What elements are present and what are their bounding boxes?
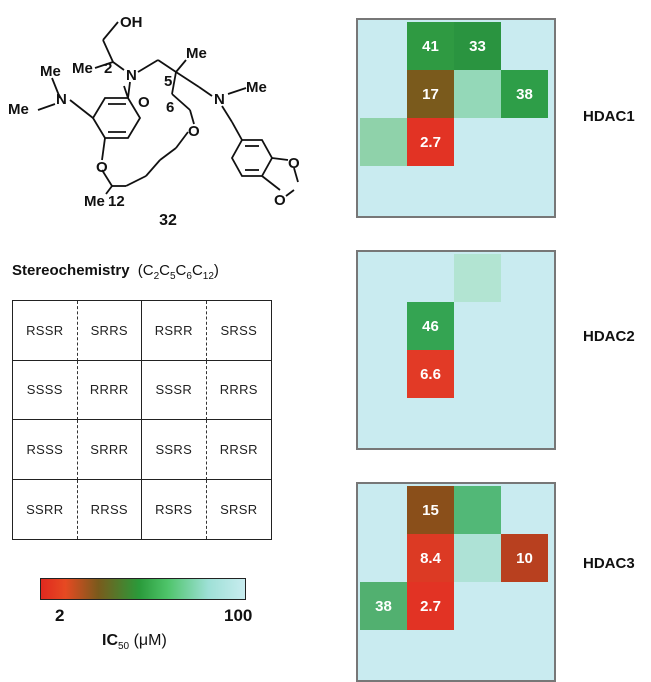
heatmap-cell: 41 [407,22,454,70]
stereo-cell: SSRS [142,420,207,480]
stereo-order-label: (C2C5C6C12) [137,262,219,282]
heatmap-cell: 2.7 [407,118,454,166]
methyl-amine-label: Me [246,79,267,96]
heatmap-cell: 2.7 [407,582,454,630]
aryl-nitrogen-label: N [56,91,67,108]
position-6-label: 6 [166,99,174,116]
methyl-c12-label: Me [84,193,105,210]
stereo-cell: SRSS [206,301,271,361]
heatmap-cell: 10 [501,534,548,582]
position-12-label: 12 [108,193,125,210]
heatmap-cell: 17 [407,70,454,118]
dioxole-oxygen-2-label: O [274,192,286,209]
heatmap-cell: 38 [360,582,407,630]
stereo-cell: RRRR [77,360,142,420]
heatmap-cell: 33 [454,22,501,70]
stereo-cell: SRRS [77,301,142,361]
stereo-grid: RSSR SRRS RSRR SRSS SSSS RRRR SSSR RRRS … [12,300,272,540]
heatmap-cell [454,486,501,534]
heatmap-title-hdac2: HDAC2 [583,328,635,345]
stereo-cell: RSRR [142,301,207,361]
ring-oxygen-label: O [188,123,200,140]
molecule-structure: OH Me 2 N 5 Me 6 O N Me O Me N Me O Me 1… [8,14,300,210]
stereo-cell: RSRS [142,479,207,539]
stereo-cell: RSSS [13,420,78,480]
stereo-cell: RRRS [206,361,271,420]
heatmap-title-hdac3: HDAC3 [583,555,635,572]
heatmap-title-hdac1: HDAC1 [583,108,635,125]
dimethylamino-methyl-top-label: Me [40,63,61,80]
ic50-colorbar [40,578,246,600]
heatmap-cell [454,70,501,118]
colorbar-min-label: 2 [55,606,65,625]
amide-nitrogen-label: N [126,67,137,84]
stereo-cell: SRSR [220,501,258,517]
compound-number: 32 [159,212,177,229]
position-2-label: 2 [104,60,112,77]
stereo-cell: RRSR [206,420,271,480]
stereo-cell: SSSS [13,360,78,420]
position-5-label: 5 [164,73,172,90]
methyl-c2-label: Me [72,60,93,77]
hydroxyl-label: OH [120,14,143,31]
stereo-cell: SSRR [13,479,78,539]
heatmap-cell [454,254,501,302]
carbonyl-oxygen-label: O [138,94,150,111]
phenol-oxygen-label: O [96,159,108,176]
stereo-cell: RSSR [13,301,78,361]
heatmap-cell: 38 [501,70,548,118]
stereo-cell: SRRR [77,420,142,480]
heatmap-cell [454,534,501,582]
methyl-c5-label: Me [186,45,207,62]
heatmap-cell: 8.4 [407,534,454,582]
dimethylamino-methyl-left-label: Me [8,101,29,118]
stereochemistry-title-text: Stereochemistry [12,262,130,279]
heatmap-cell: 46 [407,302,454,350]
heatmap-cell: 6.6 [407,350,454,398]
colorbar-max-label: 100 [224,606,253,625]
stereo-cell: SSSR [142,360,207,420]
colorbar-title: IC50 (μM) [102,632,167,653]
amine-nitrogen-label: N [214,91,225,108]
dioxole-oxygen-1-label: O [288,155,300,172]
stereochemistry-title: Stereochemistry (C2C5C6C12) [12,262,219,282]
heatmap-cell [360,118,407,166]
stereo-cell: RRSS [78,479,142,539]
heatmap-cell: 15 [407,486,454,534]
